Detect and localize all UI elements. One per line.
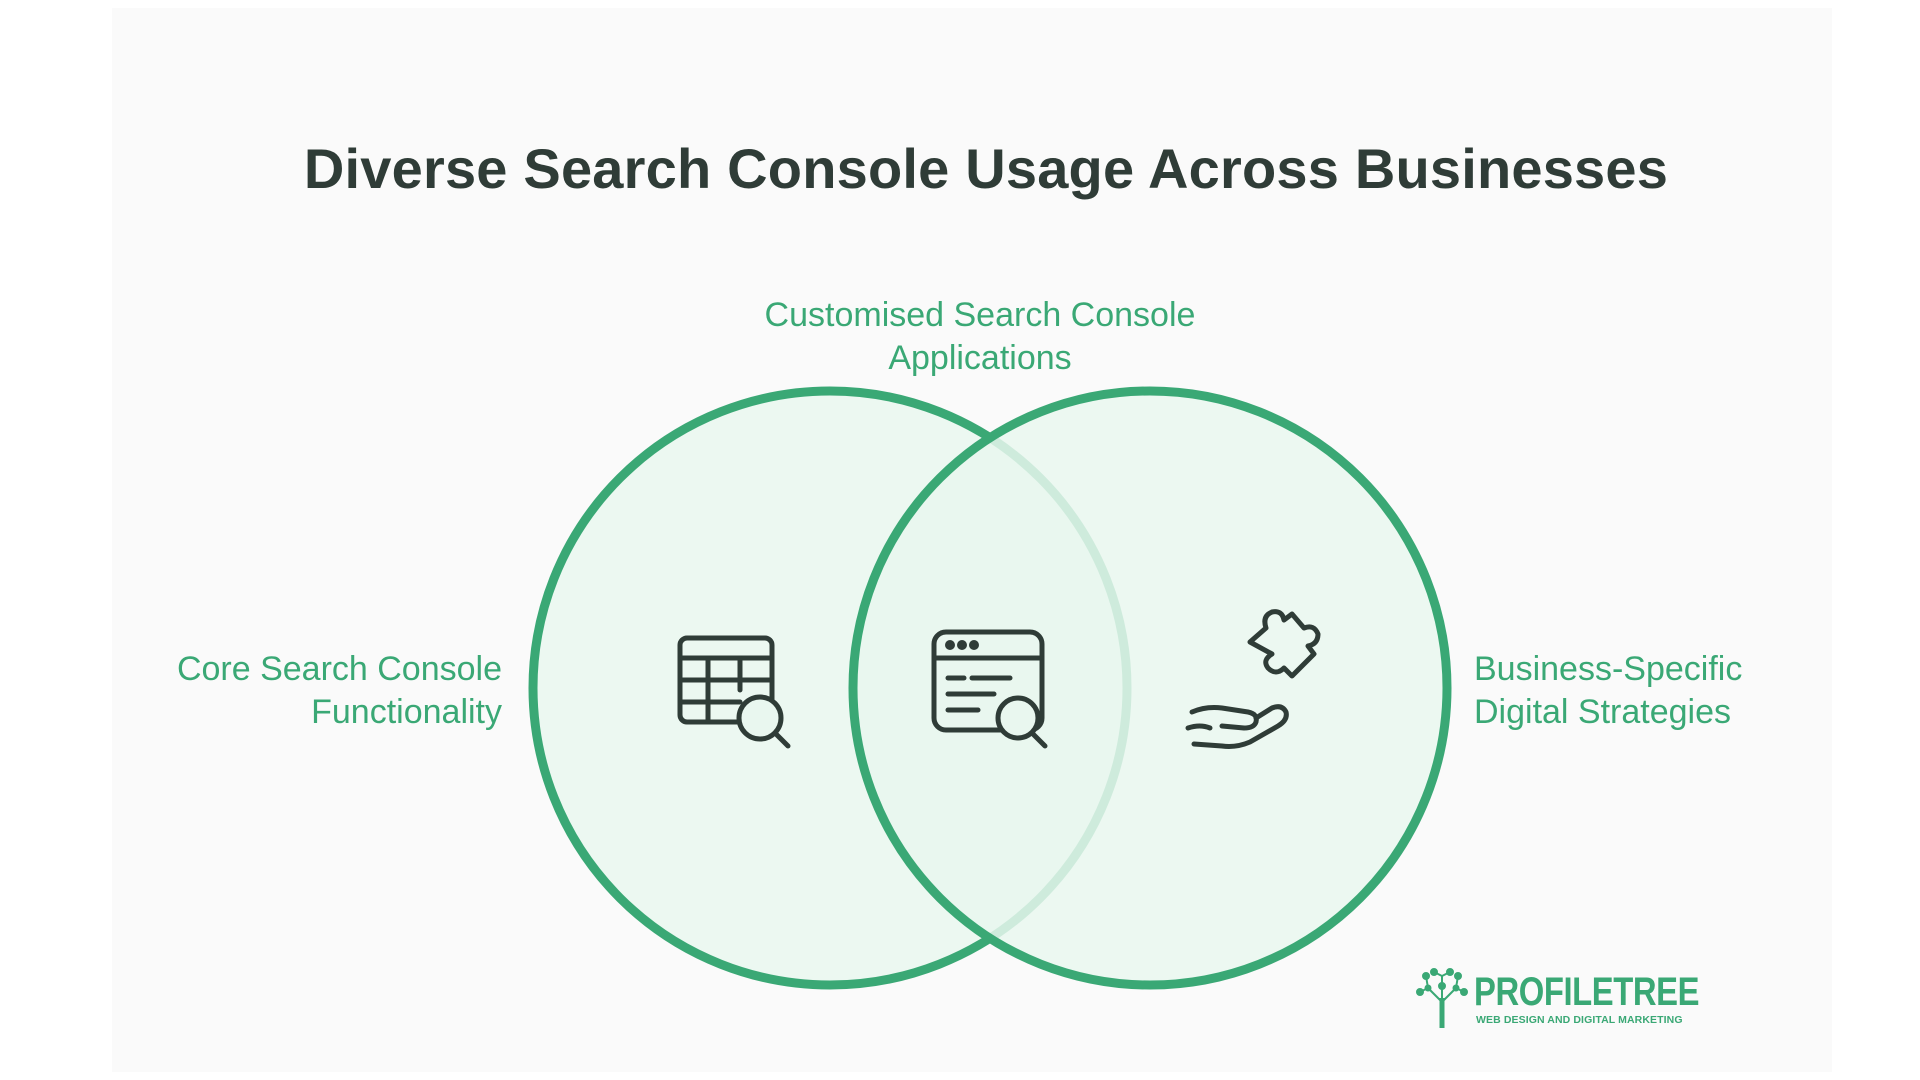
label-core-functionality: Core Search Console Functionality	[100, 648, 502, 734]
table-search-icon	[677, 635, 791, 749]
label-customised-applications: Customised Search Console Applications	[700, 294, 1260, 380]
label-left-line1: Core Search Console	[176, 650, 502, 688]
diagram-title: Diverse Search Console Usage Across Busi…	[303, 137, 1669, 200]
label-top-line1: Customised Search Console	[764, 296, 1196, 334]
label-right-line1: Business-Specific	[1474, 650, 1743, 688]
brand-name: PROFILETREE	[1474, 970, 1700, 1014]
label-business-strategies: Business-Specific Digital Strategies	[1474, 648, 1894, 734]
label-left-line2: Functionality	[311, 693, 502, 731]
label-right-line2: Digital Strategies	[1474, 693, 1732, 731]
profiletree-logo: PROFILETREE WEB DESIGN AND DIGITAL MARKE…	[1416, 968, 1700, 1030]
right-circle	[848, 386, 1452, 990]
label-top-line2: Applications	[888, 339, 1072, 377]
tree-icon	[1416, 968, 1468, 1028]
hand-puzzle-icon	[1185, 609, 1321, 749]
brand-tagline: WEB DESIGN AND DIGITAL MARKETING	[1476, 1014, 1683, 1026]
browser-search-icon	[931, 629, 1048, 749]
